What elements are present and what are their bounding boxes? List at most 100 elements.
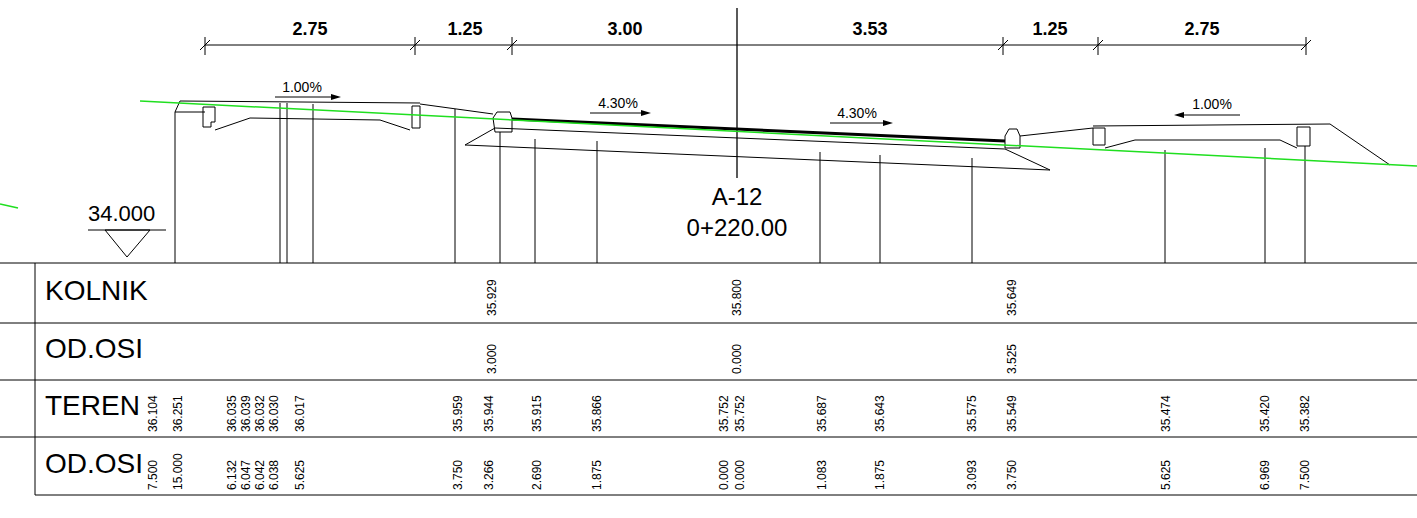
table-cell: 35.474 bbox=[1160, 395, 1172, 432]
table-cell: 0.000 bbox=[731, 344, 743, 374]
table-cell: 6.969 bbox=[1259, 460, 1271, 490]
terrain-line bbox=[0, 101, 1417, 208]
slope-arrow bbox=[1181, 115, 1240, 116]
carriageway bbox=[465, 112, 1050, 170]
curb bbox=[1093, 128, 1105, 145]
table-cell: 36.035 bbox=[226, 395, 238, 432]
slope-arrow bbox=[830, 123, 886, 124]
table-cell: 6.038 bbox=[268, 460, 280, 490]
arrow-head bbox=[641, 110, 651, 116]
table-header: KOLNIK bbox=[45, 277, 148, 305]
table-cell: 36.032 bbox=[254, 395, 266, 432]
dimension-value: 2.75 bbox=[292, 20, 327, 38]
table-cell: 35.752 bbox=[734, 395, 746, 432]
table-header: OD.OSI bbox=[45, 450, 143, 478]
table-cell: 35.649 bbox=[1006, 279, 1018, 316]
table-cell: 3.093 bbox=[966, 460, 978, 490]
slope-label: 4.30% bbox=[837, 106, 877, 120]
dimension-value: 2.75 bbox=[1184, 20, 1219, 38]
dimension-ticks bbox=[205, 37, 1306, 55]
datum-triangle bbox=[105, 230, 150, 257]
table-cell: 35.944 bbox=[483, 395, 495, 432]
verge-line bbox=[420, 104, 493, 114]
table-cell: 36.039 bbox=[240, 395, 252, 432]
table-cell: 35.915 bbox=[531, 395, 543, 432]
station-lines bbox=[175, 103, 1305, 263]
pavement-surface bbox=[512, 119, 1005, 141]
table-cell: 7.500 bbox=[1299, 460, 1311, 490]
table-cell: 1.083 bbox=[816, 460, 828, 490]
right-sidewalk bbox=[1020, 124, 1390, 165]
ground-line bbox=[0, 204, 18, 208]
slope-label: 1.00% bbox=[1192, 97, 1232, 111]
verge-line bbox=[1020, 128, 1093, 136]
table-cell: 35.959 bbox=[452, 395, 464, 432]
table-cell: 3.266 bbox=[483, 460, 495, 490]
table-header: OD.OSI bbox=[45, 335, 143, 363]
table-cell: 0.000 bbox=[734, 460, 746, 490]
table-cell: 15.000 bbox=[172, 453, 184, 490]
table-cell: 0.000 bbox=[718, 460, 730, 490]
dimension-slashes bbox=[200, 40, 1311, 50]
curb bbox=[412, 106, 420, 128]
curb bbox=[203, 107, 215, 127]
table-cell: 35.866 bbox=[591, 395, 603, 432]
slope-arrow bbox=[590, 113, 644, 114]
table-border bbox=[35, 263, 36, 495]
dimension-value: 1.25 bbox=[1032, 20, 1067, 38]
table-cell: 35.420 bbox=[1259, 395, 1271, 432]
dimension-chain bbox=[200, 37, 1311, 55]
curb bbox=[1297, 127, 1310, 146]
axis-line bbox=[736, 8, 737, 178]
arrow-head bbox=[883, 120, 893, 126]
table-cell: 1.875 bbox=[591, 460, 603, 490]
dimension-value: 1.25 bbox=[447, 20, 482, 38]
elevation-symbol bbox=[88, 230, 166, 257]
slope-label: 1.00% bbox=[282, 80, 322, 94]
table-header: TEREN bbox=[45, 392, 140, 420]
arrow-head bbox=[1174, 112, 1184, 118]
table-cell: 36.030 bbox=[268, 395, 280, 432]
table-cell: 1.875 bbox=[874, 460, 886, 490]
table-cell: 6.132 bbox=[226, 460, 238, 490]
table-stubs bbox=[0, 263, 35, 437]
dimension-value: 3.00 bbox=[607, 20, 642, 38]
table-cell: 35.575 bbox=[966, 395, 978, 432]
table-cell: 35.800 bbox=[731, 279, 743, 316]
table-cell: 35.752 bbox=[718, 395, 730, 432]
sidewalk-slab bbox=[1105, 140, 1297, 148]
table-cell: 3.750 bbox=[452, 460, 464, 490]
table-cell: 3.525 bbox=[1006, 344, 1018, 374]
table-cell: 6.042 bbox=[254, 460, 266, 490]
subbase-layer bbox=[465, 128, 1050, 170]
dimension-line bbox=[205, 45, 1306, 46]
table-cell: 36.017 bbox=[294, 395, 306, 432]
station-label: 0+220.00 bbox=[687, 216, 788, 240]
table-cell: 35.643 bbox=[874, 395, 886, 432]
table-cell: 35.549 bbox=[1006, 395, 1018, 432]
terrain-verticals bbox=[175, 103, 1305, 263]
table-cell: 5.625 bbox=[294, 460, 306, 490]
sidewalk-edge bbox=[175, 112, 205, 113]
table-cell: 35.687 bbox=[816, 395, 828, 432]
table-cell: 36.104 bbox=[147, 395, 159, 432]
slope-arrows bbox=[275, 94, 1240, 126]
slope-arrow bbox=[275, 97, 334, 98]
table-cell: 35.929 bbox=[486, 279, 498, 316]
table-cell: 2.690 bbox=[531, 460, 543, 490]
arrow-head bbox=[331, 94, 341, 100]
table-cell: 35.382 bbox=[1299, 395, 1311, 432]
slope-label: 4.30% bbox=[598, 96, 638, 110]
table-cell: 3.750 bbox=[1006, 460, 1018, 490]
sidewalk-top bbox=[1093, 124, 1390, 165]
data-table bbox=[0, 263, 1417, 495]
table-cell: 6.047 bbox=[240, 460, 252, 490]
table-rows bbox=[35, 263, 1417, 495]
elevation-mark: 34.000 bbox=[88, 203, 155, 225]
table-cell: 7.500 bbox=[147, 460, 159, 490]
table-cell: 36.251 bbox=[172, 395, 184, 432]
dimension-value: 3.53 bbox=[852, 20, 887, 38]
table-cell: 3.000 bbox=[486, 344, 498, 374]
